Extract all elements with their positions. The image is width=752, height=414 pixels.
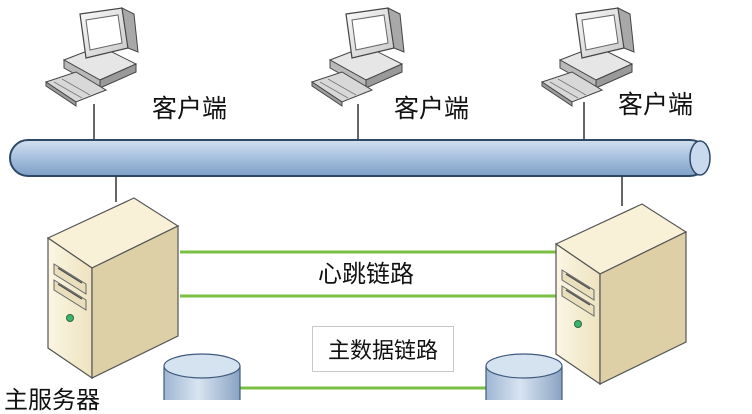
primary-server-label: 主服务器 — [4, 386, 100, 414]
client-label-right: 客户端 — [618, 90, 694, 119]
heartbeat-links — [180, 250, 556, 298]
primary-storage-icon — [163, 353, 241, 400]
client-connectors — [93, 102, 585, 142]
backup-server-icon — [555, 203, 687, 385]
data-link-label-box: 主数据链路 — [312, 326, 454, 372]
client-center-icon — [311, 7, 405, 107]
primary-server-icon — [47, 197, 179, 379]
backup-storage-icon — [485, 353, 563, 400]
heartbeat-link-label: 心跳链路 — [314, 262, 418, 286]
client-left-icon — [45, 7, 139, 107]
client-label-center: 客户端 — [394, 94, 470, 123]
client-label-left: 客户端 — [152, 94, 228, 123]
ha-cluster-diagram — [9, 7, 711, 400]
data-link-label: 主数据链路 — [327, 339, 438, 364]
network-bus — [9, 139, 711, 177]
server-connectors — [115, 176, 623, 206]
